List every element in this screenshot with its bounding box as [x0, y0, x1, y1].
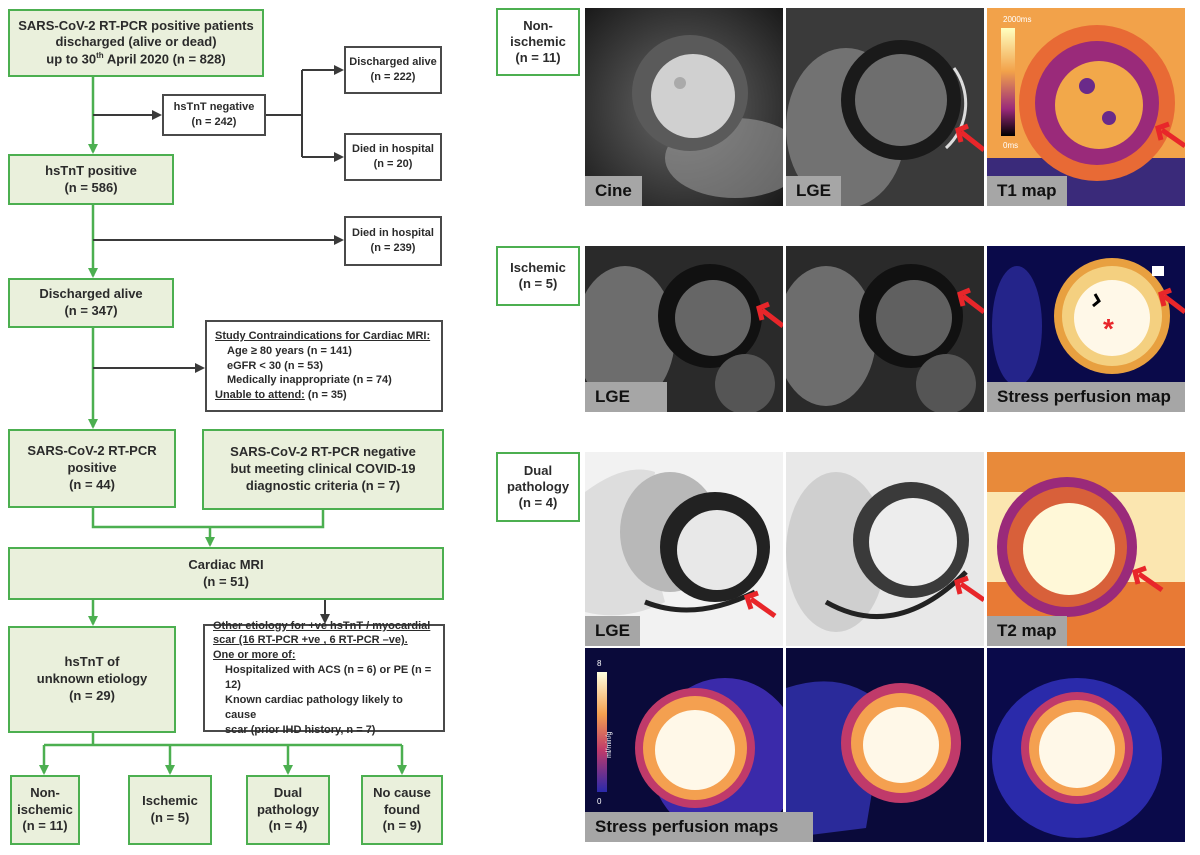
t1-scale-top: 2000ms	[1003, 15, 1031, 24]
panel-label-nonischemic: Non- ischemic (n = 11)	[496, 8, 580, 76]
start-line1: SARS-CoV-2 RT-PCR positive patients	[18, 17, 254, 33]
caption-lge-dual: LGE	[585, 616, 640, 646]
perfusion-scale-top: 8	[597, 659, 602, 668]
start-line3: up to 30th April 2020 (n = 828)	[46, 51, 226, 67]
cardiac-mri-box: Cardiac MRI (n = 51)	[8, 547, 444, 600]
hstnt-negative-label: hsTnT negative	[173, 101, 255, 114]
contraindication-egfr: eGFR < 30 (n = 53)	[227, 359, 323, 372]
unknown-etiology-box: hsTnT of unknown etiology (n = 29)	[8, 626, 176, 733]
panel-label-dual: Dual pathology (n = 4)	[496, 452, 580, 522]
discharged-alive-negative-n: (n = 222)	[370, 71, 416, 83]
outcome-dual-line1: Dual	[273, 784, 303, 800]
outcome-ischemic-n: (n = 5)	[150, 810, 190, 825]
discharged-alive-negative-box: Discharged alive (n = 222)	[344, 46, 442, 94]
pcr-positive-box: SARS-CoV-2 RT-PCR positive (n = 44)	[8, 429, 176, 508]
discharged-alive-n: (n = 347)	[64, 303, 118, 318]
unknown-etiology-n: (n = 29)	[69, 687, 115, 703]
t1-scale-bottom: 0ms	[1003, 141, 1018, 150]
died-positive-n: (n = 239)	[370, 242, 416, 254]
mri-lge-nonischemic: LGE	[786, 8, 984, 206]
outcome-ischemic-line1: Ischemic	[142, 793, 198, 809]
caption-t1map: T1 map	[987, 176, 1067, 206]
mri-t1map-nonischemic: 2000ms 0ms T1 map	[987, 8, 1185, 206]
perfusion-scale-unit: ml/min/g	[606, 731, 613, 758]
died-negative-box: Died in hospital (n = 20)	[344, 133, 442, 181]
other-etiology-box: Other etiology for +ve hsTnT / myocardia…	[203, 620, 445, 736]
pcr-negative-line3: diagnostic criteria (n = 7)	[245, 477, 401, 493]
outcome-dual-box: Dual pathology (n = 4)	[246, 775, 330, 845]
contraindications-box: Study Contraindications for Cardiac MRI:…	[205, 320, 443, 412]
unknown-etiology-line1: hsTnT of	[64, 654, 120, 670]
mri-t2map-dual: T2 map	[987, 452, 1185, 646]
mri-stress-perfusion-dual-3	[987, 648, 1185, 842]
outcome-none-line2: found	[383, 801, 421, 817]
mri-lge-dual-2	[786, 452, 984, 646]
outcome-nonischemic-n: (n = 11)	[22, 818, 68, 834]
pcr-negative-line2: but meeting clinical COVID-19	[230, 461, 416, 477]
pcr-negative-box: SARS-CoV-2 RT-PCR negative but meeting c…	[202, 429, 444, 510]
outcome-nonischemic-box: Non- ischemic (n = 11)	[10, 775, 80, 845]
pcr-positive-n: (n = 44)	[69, 476, 115, 492]
hstnt-negative-n: (n = 242)	[191, 116, 237, 128]
outcome-none-line1: No cause	[373, 784, 431, 800]
pcr-negative-line1: SARS-CoV-2 RT-PCR negative	[230, 444, 416, 460]
contraindication-age: Age ≥ 80 years (n = 141)	[227, 344, 352, 357]
svg-text:*: *	[1103, 313, 1114, 344]
died-positive-box: Died in hospital (n = 239)	[344, 216, 442, 266]
caption-stress-perfusion-maps: Stress perfusion maps	[585, 812, 813, 842]
hstnt-positive-n: (n = 586)	[64, 179, 118, 195]
discharged-alive-negative-label: Discharged alive	[349, 56, 437, 69]
mri-stress-perfusion-dual-1: 8 ml/min/g 0	[585, 648, 783, 842]
start-line2: discharged (alive or dead)	[55, 34, 217, 50]
cardiac-mri-label: Cardiac MRI	[188, 556, 264, 572]
panel-label-ischemic: Ischemic (n = 5)	[496, 246, 580, 306]
discharged-alive-box: Discharged alive (n = 347)	[8, 278, 174, 328]
outcome-nonischemic-line1: Non-	[30, 784, 60, 800]
other-etiology-line4: Hospitalized with ACS (n = 6) or PE (n =…	[225, 664, 432, 691]
caption-t2map: T2 map	[987, 616, 1067, 646]
died-positive-label: Died in hospital	[352, 227, 434, 240]
other-etiology-line5: Known cardiac pathology likely to cause	[225, 693, 403, 721]
pcr-positive-line2: positive	[67, 460, 117, 476]
other-etiology-line6: scar (prior IHD history, n = 7)	[225, 723, 376, 736]
discharged-alive-label: Discharged alive	[39, 286, 143, 302]
mri-lge-dual-1: LGE	[585, 452, 783, 646]
perfusion-scale-bottom: 0	[597, 797, 602, 806]
unknown-etiology-line2: unknown etiology	[36, 671, 148, 687]
mri-stress-perfusion-ischemic: * Stress perfusion map	[987, 246, 1185, 412]
died-negative-n: (n = 20)	[373, 158, 413, 170]
caption-lge-nonischemic: LGE	[786, 176, 841, 206]
mri-cine-nonischemic: Cine	[585, 8, 783, 206]
caption-cine: Cine	[585, 176, 642, 206]
outcome-none-n: (n = 9)	[382, 818, 422, 834]
hstnt-positive-label: hsTnT positive	[45, 162, 137, 178]
other-etiology-line3: One or more of:	[213, 649, 296, 662]
contraindications-title: Study Contraindications for Cardiac MRI:	[215, 329, 431, 342]
caption-lge-ischemic: LGE	[585, 382, 667, 412]
outcome-ischemic-box: Ischemic (n = 5)	[128, 775, 212, 845]
start-box: SARS-CoV-2 RT-PCR positive patients disc…	[8, 9, 264, 77]
outcome-dual-n: (n = 4)	[268, 818, 308, 834]
cardiac-mri-n: (n = 51)	[203, 573, 249, 589]
outcome-nonischemic-line2: ischemic	[17, 801, 73, 817]
mri-lge-ischemic-2	[786, 246, 984, 412]
contraindication-medical: Medically inappropriate (n = 74)	[227, 374, 392, 387]
other-etiology-line1: Other etiology for +ve hsTnT / myocardia…	[213, 619, 431, 632]
other-etiology-line2: scar (16 RT-PCR +ve , 6 RT-PCR –ve).	[213, 634, 408, 647]
outcome-dual-line2: pathology	[256, 801, 320, 817]
outcome-none-box: No cause found (n = 9)	[361, 775, 443, 845]
pcr-positive-line1: SARS-CoV-2 RT-PCR	[27, 443, 157, 459]
hstnt-negative-box: hsTnT negative (n = 242)	[162, 94, 266, 136]
hstnt-positive-box: hsTnT positive (n = 586)	[8, 154, 174, 205]
caption-stress-perfusion-map: Stress perfusion map	[987, 382, 1185, 412]
contraindication-unable: Unable to attend: (n = 35)	[215, 389, 347, 402]
mri-stress-perfusion-dual-2	[786, 648, 984, 842]
died-negative-label: Died in hospital	[352, 143, 434, 156]
